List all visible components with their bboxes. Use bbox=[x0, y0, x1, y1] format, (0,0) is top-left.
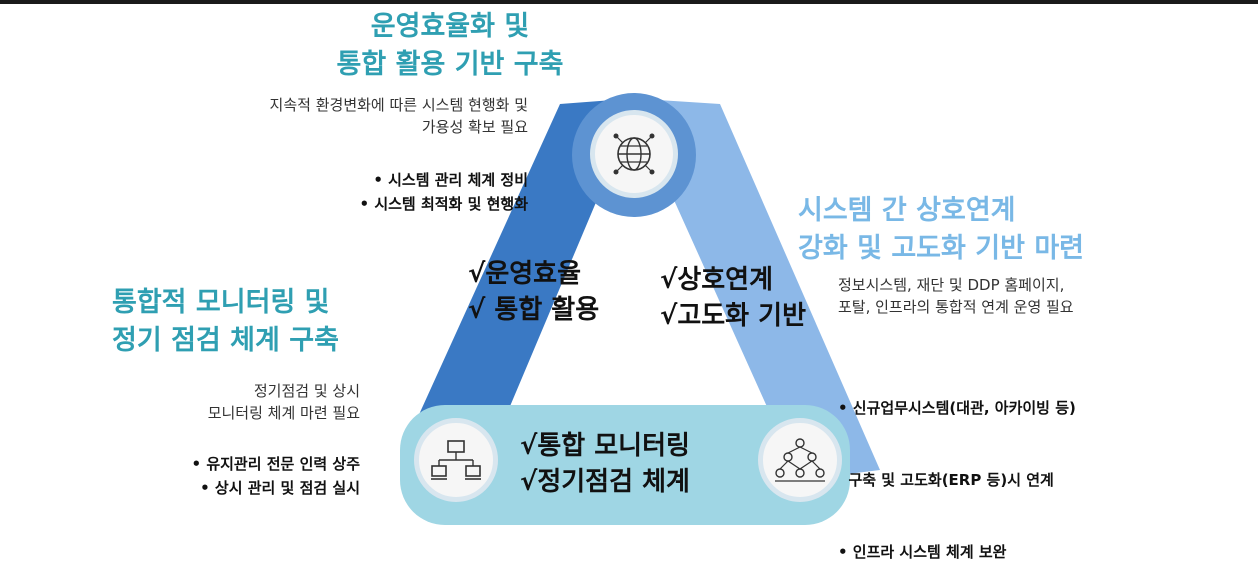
top-desc-line2: 가용성 확보 필요 bbox=[421, 118, 528, 136]
top-title-line2: 통합 활용 기반 구축 bbox=[336, 49, 564, 80]
bottom-arm bbox=[400, 405, 850, 525]
top-title-line1: 운영효율화 및 bbox=[370, 11, 530, 42]
left-title: 통합적 모니터링 및 정기 점검 체계 구축 bbox=[112, 284, 382, 360]
right-title-line1: 시스템 간 상호연계 bbox=[798, 195, 1016, 226]
left-description: 정기점검 및 상시 모니터링 체계 마련 필요 bbox=[120, 380, 360, 424]
left-desc-line2: 모니터링 체계 마련 필요 bbox=[207, 404, 360, 422]
right-bullet-1-cont: 구축 및 고도화(ERP 등)시 연계 bbox=[838, 471, 1054, 489]
right-description: 정보시스템, 재단 및 DDP 홈페이지, 포탈, 인프라의 통합적 연계 운영… bbox=[838, 274, 1238, 318]
bottom-arm-label: √통합 모니터링 √정기점검 체계 bbox=[520, 428, 740, 500]
right-arm-label: √상호연계 √고도화 기반 bbox=[660, 262, 840, 334]
left-bullet-2: • 상시 관리 및 점검 실시 bbox=[200, 479, 360, 497]
top-rule bbox=[0, 0, 1258, 4]
right-desc-line2: 포탈, 인프라의 통합적 연계 운영 필요 bbox=[838, 298, 1074, 316]
top-bullet-1: • 시스템 관리 체계 정비 bbox=[373, 171, 528, 189]
computer-network-icon bbox=[414, 418, 498, 502]
top-bullets: • 시스템 관리 체계 정비 • 시스템 최적화 및 현행화 bbox=[280, 168, 528, 216]
right-desc-line1: 정보시스템, 재단 및 DDP 홈페이지, bbox=[838, 276, 1065, 294]
left-desc-line1: 정기점검 및 상시 bbox=[253, 382, 360, 400]
left-title-line1: 통합적 모니터링 및 bbox=[112, 287, 330, 318]
left-title-line2: 정기 점검 체계 구축 bbox=[112, 325, 339, 356]
top-title: 운영효율화 및 통합 활용 기반 구축 bbox=[300, 8, 600, 84]
left-arm-line2: √ 통합 활용 bbox=[468, 295, 600, 325]
right-bullet-1: • 신규업무시스템(대관, 아카이빙 등) bbox=[838, 399, 1076, 417]
people-network-icon bbox=[758, 418, 842, 502]
left-arm-line1: √운영효율 bbox=[468, 259, 582, 289]
bottom-arm-line2: √정기점검 체계 bbox=[520, 467, 690, 497]
right-title: 시스템 간 상호연계 강화 및 고도화 기반 마련 bbox=[798, 192, 1238, 268]
top-bullet-2: • 시스템 최적화 및 현행화 bbox=[359, 195, 528, 213]
left-arm-label: √운영효율 √ 통합 활용 bbox=[468, 256, 638, 328]
globe-network-icon bbox=[590, 110, 678, 198]
right-arm-line2: √고도화 기반 bbox=[660, 301, 806, 331]
top-description: 지속적 환경변화에 따른 시스템 현행화 및 가용성 확보 필요 bbox=[150, 94, 528, 138]
top-desc-line1: 지속적 환경변화에 따른 시스템 현행화 및 bbox=[269, 96, 528, 114]
right-title-line2: 강화 및 고도화 기반 마련 bbox=[798, 233, 1084, 264]
right-bullets: • 신규업무시스템(대관, 아카이빙 등) 구축 및 고도화(ERP 등)시 연… bbox=[838, 348, 1238, 588]
left-bullet-1: • 유지관리 전문 인력 상주 bbox=[191, 455, 360, 473]
bottom-arm-line1: √통합 모니터링 bbox=[520, 431, 690, 461]
right-arm bbox=[628, 98, 880, 480]
left-bullets: • 유지관리 전문 인력 상주 • 상시 관리 및 점검 실시 bbox=[120, 452, 360, 500]
right-bullet-2: • 인프라 시스템 체계 보완 bbox=[838, 543, 1007, 561]
right-arm-line1: √상호연계 bbox=[660, 265, 774, 295]
